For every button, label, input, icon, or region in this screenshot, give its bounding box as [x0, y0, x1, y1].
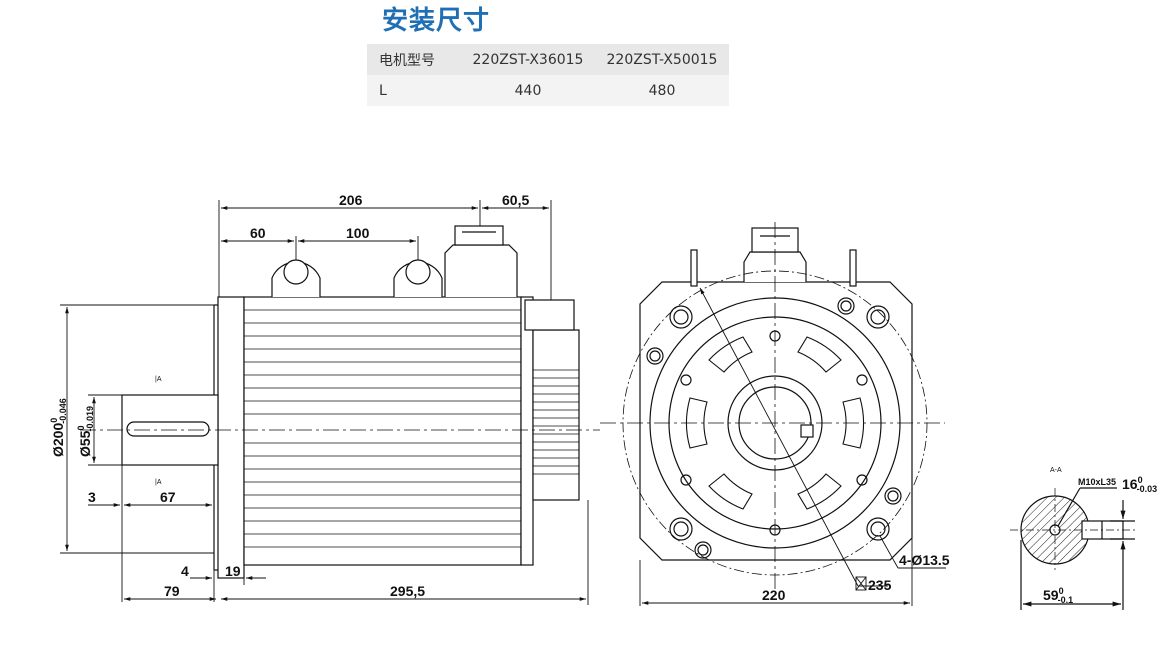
section-marker-bottom: |A: [155, 479, 162, 486]
shaft-keyway: [126, 421, 210, 437]
side-view-dimensions: [60, 200, 589, 605]
dim-shaft-diameter: Ø550-0.019: [76, 406, 95, 457]
dim-square: 235: [868, 577, 892, 593]
dim-295-5: 295,5: [390, 583, 425, 599]
lifting-eye-left: [271, 259, 321, 297]
svg-text:Ø550-0.019: Ø550-0.019: [76, 406, 95, 457]
dim-19: 19: [225, 563, 241, 579]
dim-67: 67: [160, 489, 176, 505]
section-marker-top: |A: [155, 376, 162, 383]
dim-key-width: 160-0.03: [1122, 475, 1157, 494]
table-cell: 480: [595, 75, 729, 106]
table-header-cell: 220ZST-X36015: [461, 44, 595, 75]
side-view: [80, 225, 600, 579]
dim-4: 4: [181, 563, 189, 579]
flange-dia-sub: -0.046: [58, 398, 68, 424]
section-title: A-A: [1050, 467, 1062, 474]
shaft-dia-sub: -0.019: [85, 406, 95, 432]
section-a-a: [1010, 487, 1135, 610]
dim-60-5: 60,5: [502, 192, 529, 208]
dim-width: 220: [762, 587, 786, 603]
dim-206: 206: [339, 192, 363, 208]
dim-79: 79: [164, 583, 180, 599]
table-header-cell: 电机型号: [367, 44, 461, 75]
motor-body: [243, 296, 522, 566]
table-header-row: 电机型号 220ZST-X36015 220ZST-X50015: [367, 44, 729, 75]
thread-label: M10xL35: [1078, 477, 1116, 487]
dim-flange-diameter: Ø2000-0.046: [49, 398, 68, 457]
dim-100: 100: [346, 225, 370, 241]
lifting-eye-right: [393, 259, 443, 297]
svg-text:Ø2000-0.046: Ø2000-0.046: [49, 398, 68, 457]
encoder-housing: [532, 329, 580, 501]
table-cell: L: [367, 75, 461, 106]
front-flange-outline: [639, 281, 913, 561]
front-view: [600, 222, 945, 600]
cooling-fins: [244, 309, 521, 548]
dim-depth: 590-0.1: [1043, 586, 1073, 605]
flange-dia-base: Ø200: [50, 423, 66, 457]
table-row: L 440 480: [367, 75, 729, 106]
dim-3: 3: [88, 489, 96, 505]
shaft-dia-sup: 0: [76, 426, 86, 431]
mounting-holes: [669, 305, 890, 541]
flange-plate: [217, 296, 245, 579]
dim-60: 60: [250, 225, 266, 241]
rear-cap: [520, 296, 534, 566]
front-view-dimensions: [639, 287, 946, 606]
table-cell: 440: [461, 75, 595, 106]
dim-mounting-holes: 4-Ø13.5: [899, 552, 950, 568]
page-title: 安装尺寸: [382, 6, 491, 36]
shaft-dia-base: Ø55: [77, 430, 93, 457]
flange-dia-sup: 0: [49, 418, 59, 423]
dimension-table: 电机型号 220ZST-X36015 220ZST-X50015 L 440 4…: [367, 44, 729, 106]
table-header-cell: 220ZST-X50015: [595, 44, 729, 75]
power-connector: [444, 244, 518, 297]
